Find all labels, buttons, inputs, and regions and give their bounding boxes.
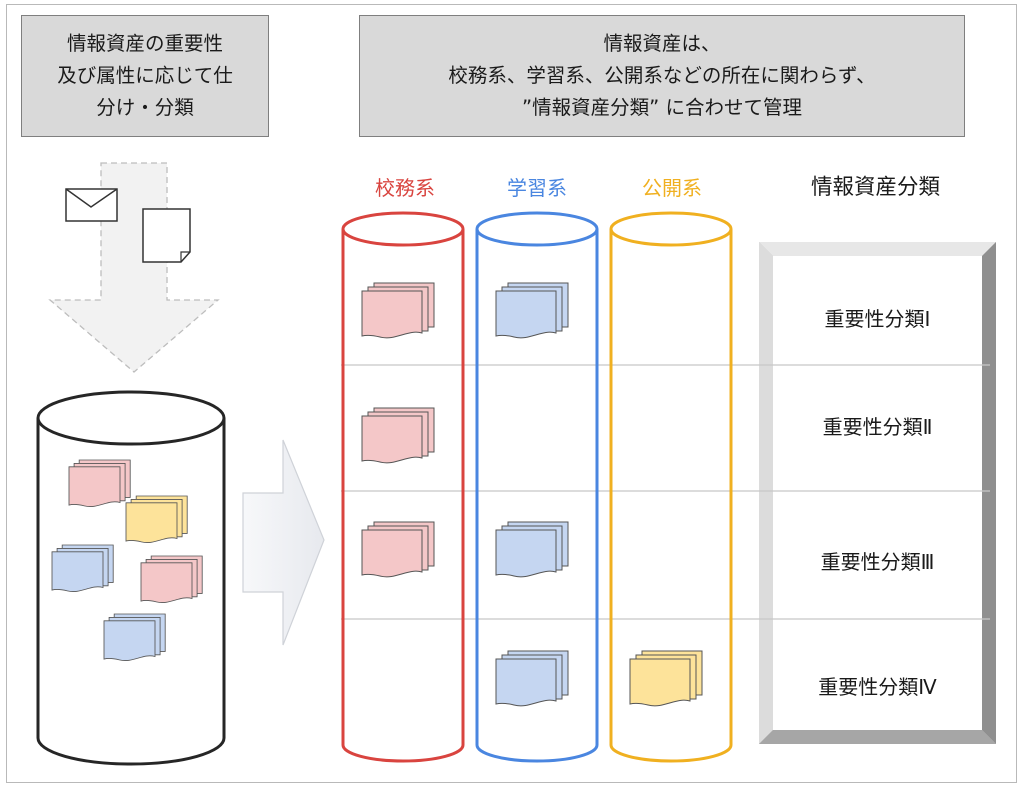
document-stack-gakushu-tier1 — [495, 282, 569, 339]
column-label-koukai: 公開系 — [642, 176, 702, 200]
document-stack-pink — [68, 459, 131, 508]
document-stack-gakushu-tier4 — [495, 650, 569, 707]
caption-left-line: 分け・分類 — [96, 96, 194, 119]
classification-title: 情報資産分類 — [810, 175, 940, 200]
caption-left-line: 情報資産の重要性 — [66, 32, 223, 55]
envelope-icon — [65, 188, 118, 222]
cylinder-koukai — [609, 211, 733, 763]
document-stack-gakushu-tier3 — [495, 521, 569, 578]
caption-right-line: 校務系、学習系、公開系などの所在に関わらず、 — [448, 64, 876, 87]
cylinder-koumu — [341, 211, 465, 763]
caption-left-line: 及び属性に応じて仕 — [57, 64, 233, 87]
caption-box-left: 情報資産の重要性 及び属性に応じて仕 分け・分類 — [21, 15, 269, 137]
tier-label-2: 重要性分類Ⅱ — [822, 415, 933, 439]
caption-right-line: ”情報資産分類” に合わせて管理 — [522, 96, 802, 119]
right-arrow — [242, 439, 325, 646]
document-stack-blue — [51, 544, 114, 593]
column-label-koumu: 校務系 — [375, 176, 435, 200]
document-stack-koumu-tier2 — [361, 407, 435, 464]
tier-label-1: 重要性分類Ⅰ — [824, 307, 931, 331]
document-stack-pink — [140, 555, 203, 604]
document-stack-koumu-tier1 — [361, 282, 435, 339]
document-stack-koukai-tier4 — [629, 650, 703, 707]
document-icon — [142, 208, 191, 263]
document-stack-yellow — [125, 495, 188, 544]
tier-separators — [341, 364, 990, 620]
classification-panel — [759, 242, 996, 744]
caption-right-line: 情報資産は、 — [603, 32, 721, 55]
column-label-gakushu: 学習系 — [507, 176, 567, 200]
document-stack-koumu-tier3 — [361, 521, 435, 578]
down-arrow — [48, 162, 220, 373]
cylinder-gakushu — [475, 211, 599, 763]
tier-label-3: 重要性分類Ⅲ — [820, 550, 935, 574]
tier-label-4: 重要性分類Ⅳ — [818, 675, 937, 699]
document-stack-blue — [103, 613, 166, 662]
caption-box-right: 情報資産は、 校務系、学習系、公開系などの所在に関わらず、 ”情報資産分類” に… — [359, 15, 965, 137]
